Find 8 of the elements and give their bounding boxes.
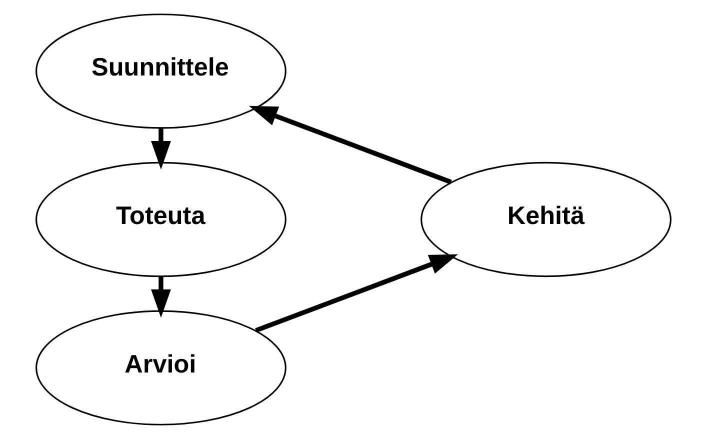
arrow — [255, 254, 458, 333]
arrow — [248, 106, 452, 184]
node-ellipse: Kehitä — [420, 162, 672, 278]
node-ellipse: Suunnittele — [36, 14, 286, 129]
arrow — [151, 128, 171, 170]
node-ellipse: Arvioi — [36, 310, 286, 426]
node-ellipse: Toteuta — [36, 162, 286, 278]
arrow — [151, 276, 171, 318]
